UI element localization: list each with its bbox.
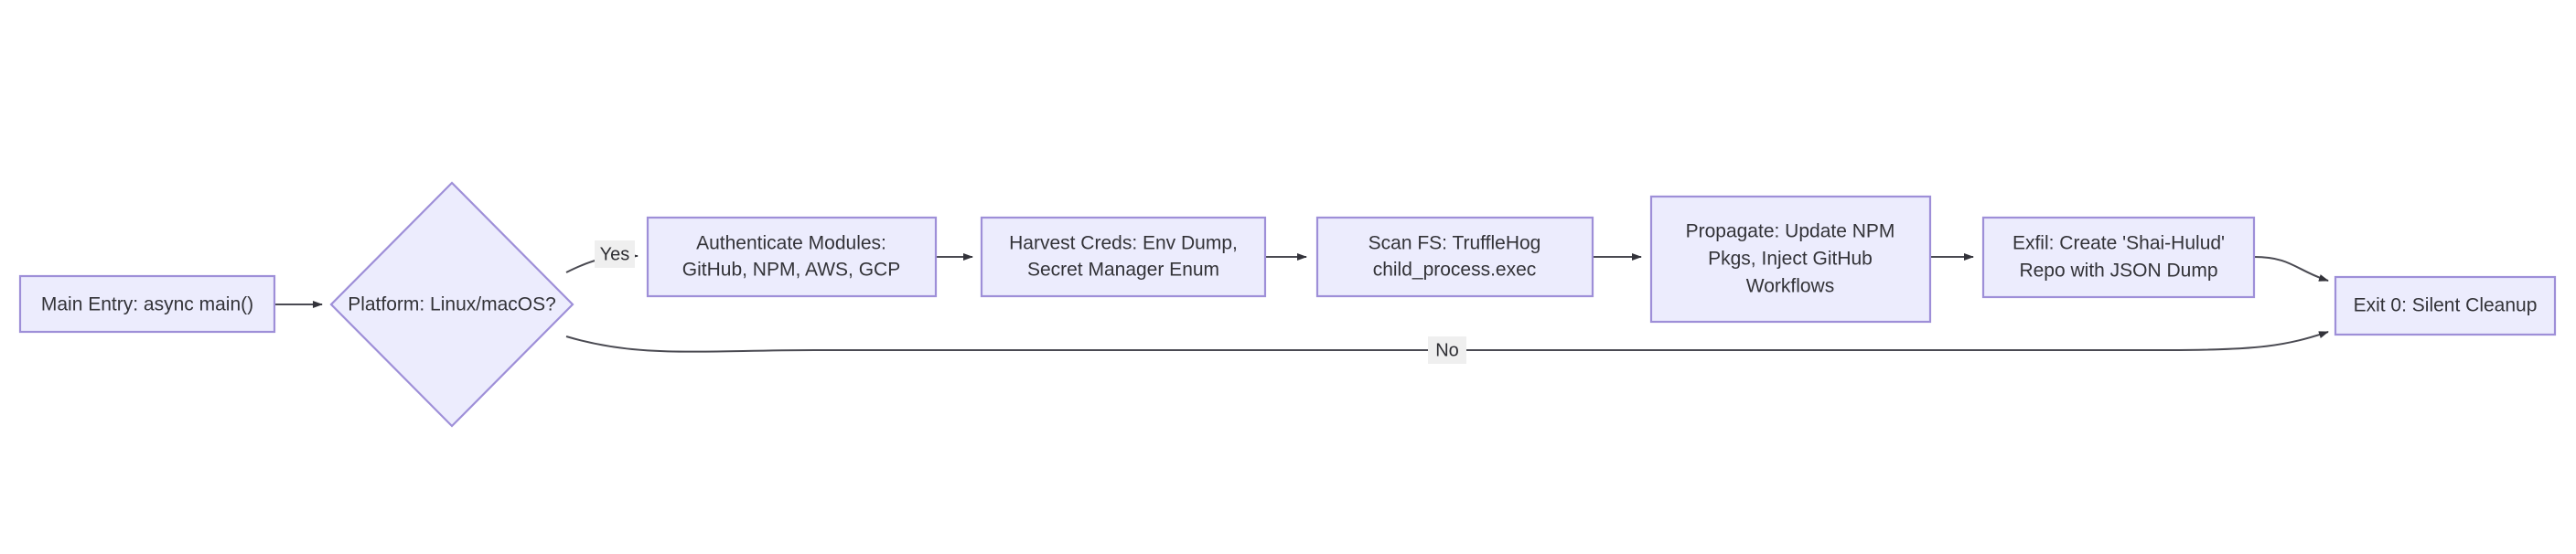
- node-authenticate-modules[interactable]: Authenticate Modules: GitHub, NPM, AWS, …: [646, 216, 938, 298]
- harvest-creds-label-line1: Harvest Creds: Env Dump,: [1009, 233, 1238, 254]
- exit-cleanup-label: Exit 0: Silent Cleanup: [2354, 295, 2538, 316]
- main-entry-box[interactable]: [18, 274, 276, 334]
- platform-decision-diamond[interactable]: [329, 181, 574, 428]
- exfiltrate-data-label-line2: Repo with JSON Dump: [2019, 261, 2217, 282]
- edge-layer: [274, 252, 2329, 353]
- exfiltrate-data-box[interactable]: [1981, 216, 2256, 299]
- edge-platform-no-to-exit: [565, 331, 2329, 353]
- scan-filesystem-box[interactable]: [1315, 216, 1594, 298]
- node-main-entry[interactable]: Main Entry: async main(): [18, 274, 276, 334]
- node-propagate-packages[interactable]: Propagate: Update NPM Pkgs, Inject GitHu…: [1649, 195, 1932, 324]
- edge-label-no-background: [1428, 336, 1466, 364]
- scan-filesystem-label-line1: Scan FS: TruffleHog: [1368, 233, 1541, 254]
- main-entry-label: Main Entry: async main(): [41, 294, 253, 315]
- propagate-packages-label-line1: Propagate: Update NPM: [1686, 221, 1895, 242]
- edge-label-yes: Yes: [600, 244, 630, 264]
- harvest-creds-box[interactable]: [980, 216, 1267, 298]
- edge-label-yes-background: [595, 240, 635, 268]
- exfiltrate-data-label-line1: Exfil: Create 'Shai-Hulud': [2012, 233, 2225, 254]
- exit-cleanup-box[interactable]: [2334, 275, 2557, 336]
- propagate-packages-label-line2: Pkgs, Inject GitHub: [1708, 249, 1873, 270]
- authenticate-modules-box[interactable]: [646, 216, 938, 298]
- edge-exfil-to-exit: [2253, 256, 2329, 282]
- platform-decision-label: Platform: Linux/macOS?: [348, 294, 556, 315]
- scan-filesystem-label-line2: child_process.exec: [1373, 260, 1537, 281]
- propagate-packages-box[interactable]: [1649, 195, 1932, 324]
- edge-label-layer: Yes No: [595, 240, 1466, 364]
- node-exfiltrate-data[interactable]: Exfil: Create 'Shai-Hulud' Repo with JSO…: [1981, 216, 2256, 299]
- node-exit-cleanup[interactable]: Exit 0: Silent Cleanup: [2334, 275, 2557, 336]
- authenticate-modules-label-line2: GitHub, NPM, AWS, GCP: [682, 260, 900, 281]
- node-scan-filesystem[interactable]: Scan FS: TruffleHog child_process.exec: [1315, 216, 1594, 298]
- edge-label-no: No: [1435, 340, 1459, 360]
- node-harvest-creds[interactable]: Harvest Creds: Env Dump, Secret Manager …: [980, 216, 1267, 298]
- node-platform-decision[interactable]: Platform: Linux/macOS?: [329, 181, 574, 428]
- harvest-creds-label-line2: Secret Manager Enum: [1027, 260, 1219, 281]
- authenticate-modules-label-line1: Authenticate Modules:: [696, 233, 886, 254]
- propagate-packages-label-line3: Workflows: [1746, 276, 1834, 297]
